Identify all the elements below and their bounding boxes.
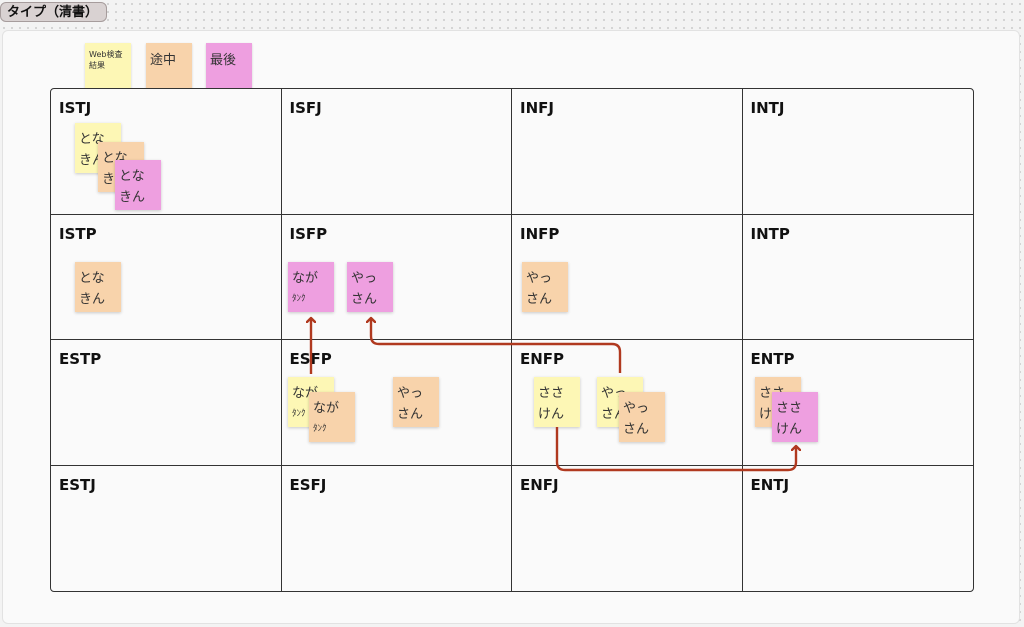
sticky-note-istp-progress[interactable]: となきん [75,262,121,312]
note-line: とな [119,169,145,184]
sticky-note-isfp-final-2[interactable]: やっさん [347,262,393,312]
sticky-note-enfp-web-1[interactable]: ささけん [534,377,580,427]
cell-label: ESFJ [289,475,327,494]
cell-label: ISTP [59,224,97,243]
cell-intj[interactable]: INTJ [742,89,973,215]
note-line: きん [79,292,106,307]
cell-entp[interactable]: ENTP [742,340,973,466]
note-line: やっ [397,386,424,401]
cell-entj[interactable]: ENTJ [743,466,974,592]
cell-label: ENTP [750,350,795,368]
note-line: けん [776,422,803,437]
note-line: やっ [623,401,650,416]
cell-infp[interactable]: INFP [512,214,743,340]
note-line: とな [79,271,105,286]
cell-label: ISTJ [59,99,92,117]
cell-label: ESFP [289,350,332,368]
note-line: なが [292,271,319,286]
cell-estp[interactable]: ESTP [51,340,282,466]
legend-final-note[interactable]: 最後 [206,43,252,89]
note-line: なが [313,401,340,416]
note-line: けん [538,407,565,422]
note-line: ﾀﾝｸ [292,294,306,304]
note-line: やっ [351,271,378,286]
note-line: さん [351,292,378,307]
mbti-type-grid: ISTJ ISFJ INFJ INTJ ISTP ISFP INFP INTP … [50,88,974,592]
cell-infj[interactable]: INFJ [512,89,743,215]
sticky-note-esfp-progress-2[interactable]: やっさん [393,377,439,427]
note-line: やっ [526,271,553,286]
cell-label: INTP [750,224,790,243]
cell-esfj[interactable]: ESFJ [282,465,512,591]
cell-label: ENFJ [520,475,559,494]
frame-title[interactable]: タイプ（清書） [0,2,108,22]
cell-enfj[interactable]: ENFJ [512,465,743,591]
cell-label: ISFJ [289,99,322,117]
cell-label: ENTJ [750,475,790,494]
sticky-note-entp-final[interactable]: ささけん [772,392,818,442]
cell-label: INFP [520,224,560,243]
cell-label: INTJ [750,99,785,117]
legend-web-result-note[interactable]: Web検査 結果 [85,43,131,89]
sticky-note-istj-final[interactable]: となきん [115,160,161,210]
cell-istp[interactable]: ISTP [51,214,282,340]
sticky-note-infp-progress[interactable]: やっさん [522,262,568,312]
cell-istj[interactable]: ISTJ [51,89,282,215]
cell-label: ESTJ [59,475,96,494]
note-line: さん [397,407,424,422]
sticky-note-enfp-progress[interactable]: やっさん [619,392,665,442]
cell-label: INFJ [520,99,554,117]
note-line: ささ [538,386,565,401]
note-line: ﾀﾝｸ [313,424,327,434]
note-line: ﾀﾝｸ [292,409,306,419]
sticky-note-isfp-final-1[interactable]: なが ﾀﾝｸ [288,262,334,312]
note-line: さん [526,292,553,307]
cell-label: ENFP [520,350,565,368]
cell-label: ESTP [59,350,102,368]
cell-intp[interactable]: INTP [742,215,973,340]
cell-isfj[interactable]: ISFJ [281,89,512,215]
note-line: ささ [776,401,803,416]
cell-label: ISFP [289,224,328,243]
legend-in-progress-note[interactable]: 途中 [146,43,192,89]
sticky-note-esfp-progress[interactable]: なが ﾀﾝｸ [309,392,355,442]
note-line: きん [119,190,146,205]
cell-estj[interactable]: ESTJ [51,465,282,591]
note-line: さん [623,422,650,437]
